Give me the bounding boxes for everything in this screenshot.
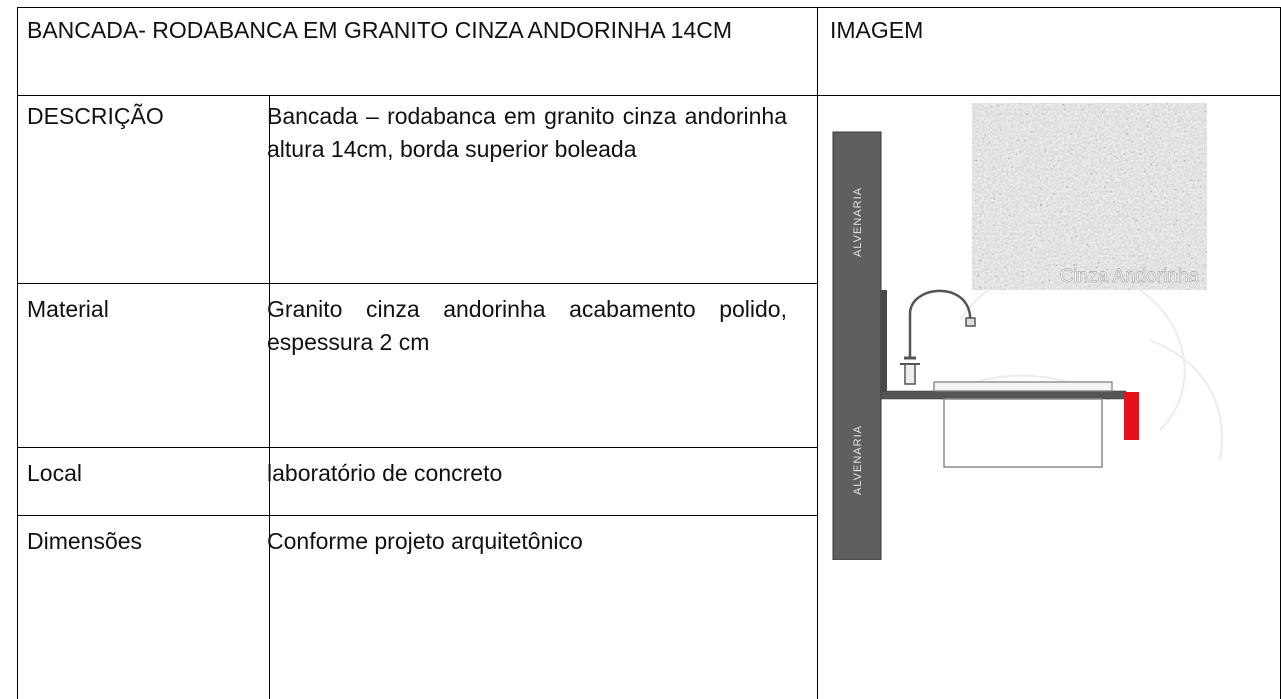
bancada-illustration: Cinza Andorinha ALVENARIA ALVENARIA xyxy=(820,100,1260,561)
faucet-icon xyxy=(900,289,976,385)
row-line-2 xyxy=(17,447,817,448)
wall-label-bottom: ALVENARIA xyxy=(852,425,864,495)
value-local: laboratório de concreto xyxy=(267,460,503,486)
value-material: Granito cinza andorinha acabamento polid… xyxy=(267,296,787,355)
row-line-3 xyxy=(17,515,817,516)
table-border-top xyxy=(17,7,1281,8)
column-divider-image xyxy=(817,7,818,699)
value-dimensoes: Conforme projeto arquitetônico xyxy=(267,528,583,554)
wall-label-top: ALVENARIA xyxy=(852,187,864,257)
granite-swatch: Cinza Andorinha xyxy=(972,103,1207,290)
row-line-1 xyxy=(17,283,817,284)
column-divider-label xyxy=(269,95,270,699)
label-local: Local xyxy=(27,460,82,486)
label-dimensoes: Dimensões xyxy=(27,528,143,554)
spec-title: BANCADA- RODABANCA EM GRANITO CINZA ANDO… xyxy=(27,17,733,43)
image-column-heading: IMAGEM xyxy=(830,17,924,43)
sink-rim xyxy=(933,381,1113,392)
header-bottom-line xyxy=(17,95,1281,96)
rodabanca-backsplash xyxy=(881,290,887,391)
countertop xyxy=(880,390,1127,400)
label-descricao: DESCRIÇÃO xyxy=(27,103,164,129)
swatch-caption: Cinza Andorinha xyxy=(1060,266,1200,287)
granite-swatch-texture xyxy=(972,103,1207,290)
rodabanca-front-edge xyxy=(1124,392,1139,440)
value-descricao: Bancada – rodabanca em granito cinza and… xyxy=(267,103,787,162)
table-border-left xyxy=(17,7,18,699)
sink-bowl xyxy=(943,398,1103,468)
label-material: Material xyxy=(27,296,109,322)
